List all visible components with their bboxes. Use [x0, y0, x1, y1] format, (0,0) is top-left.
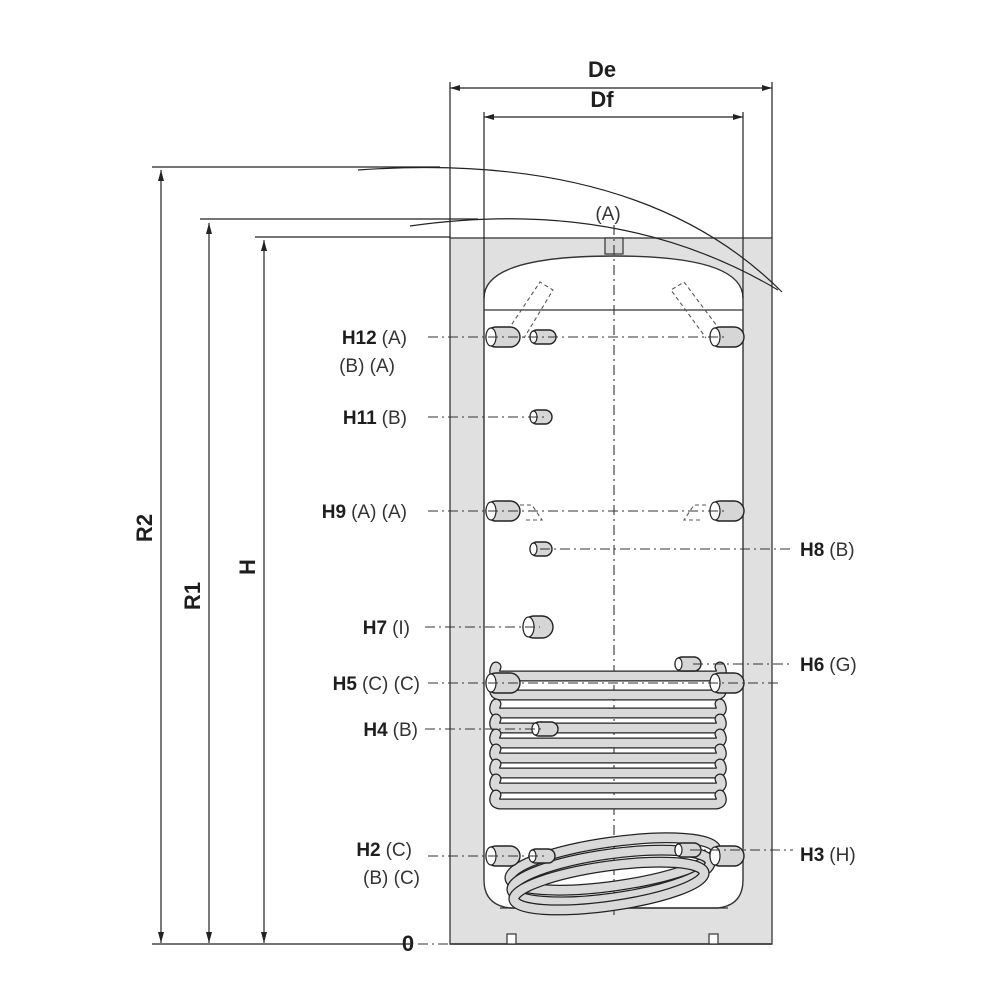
label-h11: H11(B) [343, 408, 407, 429]
pipe-stub [531, 721, 559, 737]
coil-turn-fill [490, 699, 726, 718]
dim-label-de: De [588, 57, 616, 82]
coil-turn-fill [490, 790, 726, 809]
foot-left [506, 933, 517, 945]
foot-right [708, 933, 719, 945]
label-h5: H5(C) (C) [333, 674, 420, 695]
coil-turn-fill [490, 744, 726, 763]
upper-heat-exchanger-coil [489, 661, 727, 810]
dim-label-r1: R1 [180, 582, 205, 610]
dim-label-zero: 0 [402, 931, 414, 956]
coil-turn-fill [490, 774, 726, 793]
label-h6: H6(G) [800, 655, 857, 676]
pipe-stub [709, 845, 745, 867]
label-h8: H8(B) [800, 540, 855, 561]
label-h2-sub: (B) (C) [363, 868, 420, 889]
pipe-stub [522, 615, 554, 639]
right-connection-labels: H8(B) H6(G) H3(H) [800, 540, 857, 866]
coil-turn-fill [490, 662, 726, 681]
label-h3: H3(H) [800, 845, 856, 866]
coil-turn-fill [490, 759, 726, 778]
label-h12: H12(A) [342, 328, 407, 349]
dim-label-h: H [235, 559, 260, 575]
label-h12-sub: (B) (A) [339, 356, 395, 377]
dim-label-r2: R2 [132, 514, 157, 542]
coil-turn-fill [490, 729, 726, 748]
label-h4: H4(B) [363, 720, 418, 741]
vertical-dimensions [158, 170, 267, 943]
label-h7: H7(I) [363, 618, 410, 639]
hidden-sleeves [507, 281, 721, 521]
leader-lines [418, 336, 793, 945]
dim-label-df: Df [590, 87, 614, 112]
pipe-stub [674, 842, 702, 858]
width-dimensions [449, 82, 773, 298]
coil-turn-fill [490, 714, 726, 733]
top-connection-label: (A) [595, 204, 620, 225]
tilt-arcs [152, 166, 783, 945]
label-h2: H2(C) [356, 840, 412, 861]
label-h9: H9(A) (A) [322, 502, 407, 523]
left-connection-labels: H12(A) (B) (A) H11(B) H9(A) (A) H7(I) H5… [322, 328, 420, 889]
